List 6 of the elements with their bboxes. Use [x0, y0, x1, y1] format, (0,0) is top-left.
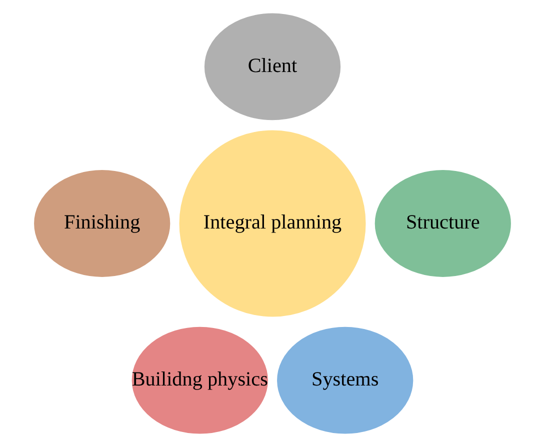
node-ellipse: Client	[202, 11, 342, 122]
node-ellipse: Builidng physics	[129, 324, 270, 436]
node-ellipse: Structure	[372, 168, 512, 279]
node-ellipse: Finishing	[32, 168, 172, 279]
node-circle: Integral planning	[176, 128, 368, 319]
node-ellipse: Systems	[274, 324, 415, 436]
